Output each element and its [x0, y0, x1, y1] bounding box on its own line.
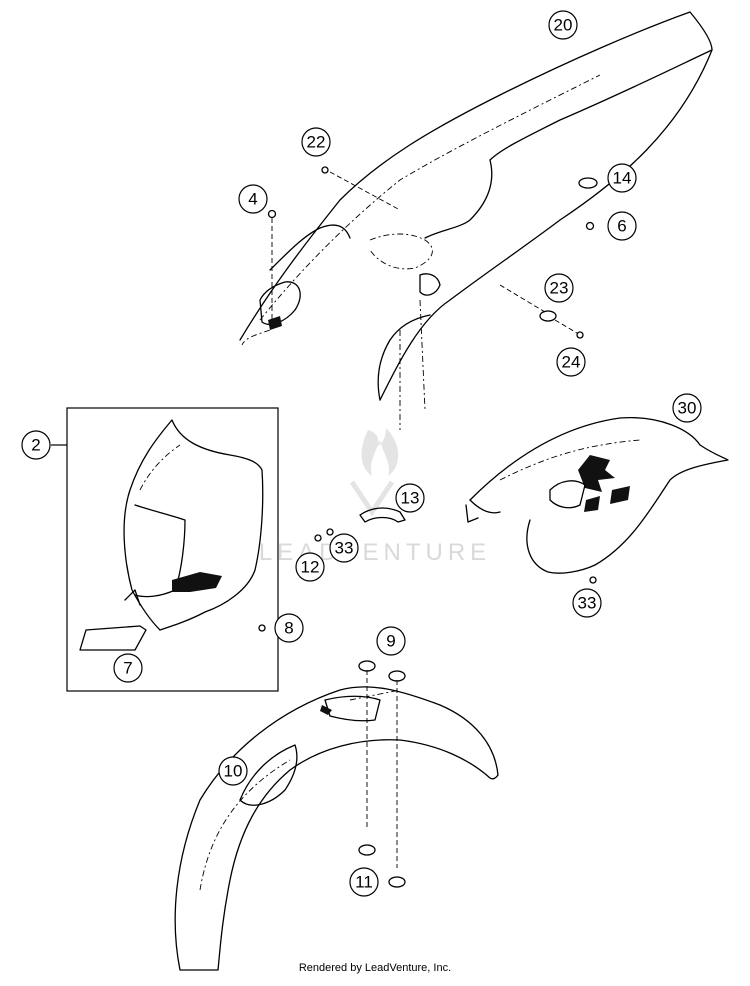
watermark: LEADVENTURE [259, 428, 491, 566]
side-cover-part [465, 416, 729, 584]
callout-label-14: 14 [613, 169, 632, 188]
callout-label-8: 8 [284, 619, 293, 638]
callout-4: 4 [238, 184, 268, 214]
callout-20: 20 [548, 10, 578, 40]
callout-33-right: 33 [572, 588, 602, 618]
callout-24: 24 [556, 347, 586, 377]
callout-label-20: 20 [554, 16, 573, 35]
callout-30: 30 [672, 393, 702, 423]
callout-7: 7 [113, 653, 143, 683]
callout-label-11: 11 [355, 873, 373, 892]
callout-12: 12 [295, 552, 325, 582]
callout-label-6: 6 [617, 217, 626, 236]
callout-9: 9 [376, 626, 406, 656]
front-fender-part [174, 660, 499, 971]
callout-2: 2 [21, 430, 51, 460]
callout-33-left: 33 [329, 533, 359, 563]
watermark-text: LEADVENTURE [259, 539, 491, 566]
callout-label-33-left: 33 [335, 539, 354, 558]
number-plate-part [123, 419, 264, 631]
callout-label-12: 12 [301, 558, 320, 577]
decal-part [79, 625, 147, 651]
callout-label-33-right: 33 [578, 594, 597, 613]
callout-label-7: 7 [123, 659, 132, 678]
callout-label-9: 9 [386, 632, 395, 651]
rear-fender-part [239, 11, 713, 430]
credit-text: Rendered by LeadVenture, Inc. [298, 962, 452, 974]
callout-13: 13 [395, 483, 425, 513]
callout-8: 8 [274, 613, 304, 643]
small-hardware [258, 507, 406, 632]
callout-label-24: 24 [562, 353, 581, 372]
callout-6: 6 [607, 211, 637, 241]
rear-fender-fasteners [267, 166, 598, 339]
callout-label-4: 4 [248, 190, 257, 209]
callout-11: 11 [349, 867, 379, 897]
kit-box [66, 407, 279, 692]
callout-label-13: 13 [401, 489, 420, 508]
callout-23: 23 [544, 273, 574, 303]
callout-label-30: 30 [678, 399, 697, 418]
callout-label-22: 22 [307, 133, 326, 152]
callout-label-23: 23 [550, 279, 569, 298]
callout-label-2: 2 [31, 436, 40, 455]
callout-14: 14 [607, 163, 637, 193]
callout-22: 22 [301, 127, 331, 157]
callout-10: 10 [218, 756, 248, 786]
callout-label-10: 10 [224, 762, 243, 781]
